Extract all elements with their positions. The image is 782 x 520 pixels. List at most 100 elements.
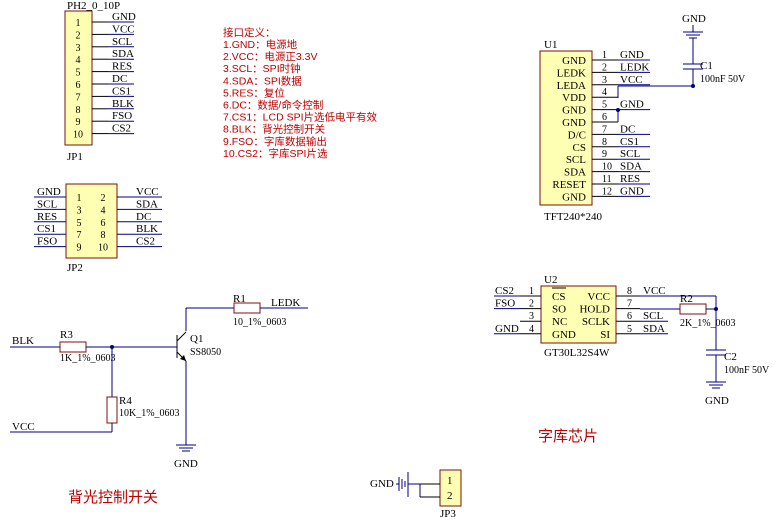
u2-left-pin-number: 3: [529, 311, 534, 322]
jp1-pin-number: 3: [76, 43, 81, 54]
jp2-right-net: SDA: [136, 198, 158, 210]
u1-pin-number: 3: [602, 75, 607, 86]
u1-net-label: CS1: [620, 136, 639, 148]
interface-note-line: 8.BLK：背光控制开关: [223, 123, 326, 136]
u2-right-pin-name: VCC: [587, 291, 610, 303]
r4-value: 10K_1%_0603: [119, 408, 180, 419]
jp2-left-net: SCL: [37, 198, 57, 210]
jp2-left-net: CS1: [37, 223, 56, 235]
u2-body: [540, 285, 617, 344]
jp3-net: GND: [370, 478, 394, 490]
u2-gnd-label: GND: [705, 395, 729, 407]
jp3-pin-2: 2: [447, 490, 453, 502]
u1-net-label: DC: [620, 123, 635, 135]
u1-net-label: SDA: [620, 161, 642, 173]
jp2-right-net: DC: [136, 211, 151, 223]
jp1-ref: JP1: [67, 151, 83, 163]
u1-pin-name: LEDA: [557, 80, 586, 92]
u2-right-pin-name: HOLD: [579, 304, 610, 316]
interface-note-line: 3.SCL：SPI时钟: [223, 62, 301, 75]
u1-pin-number: 8: [602, 137, 607, 148]
r2-value: 2K_1%_0603: [680, 318, 736, 329]
r4-body: [106, 396, 118, 424]
jp3-connector[interactable]: GND 1 2 JP3: [370, 469, 462, 520]
u2-left-net: CS2: [495, 285, 514, 297]
u1-pin-name: D/C: [568, 129, 586, 141]
jp2-right-pin-number: 8: [101, 230, 106, 241]
blk-net: BLK: [12, 335, 34, 347]
u1-net-label: RES: [620, 173, 640, 185]
u2-left-pin-name: NC: [552, 316, 567, 328]
jp2-right-net: BLK: [136, 223, 158, 235]
jp1-footprint: PH2_0_10P: [67, 0, 120, 12]
jp2-left-pin-number: 9: [77, 243, 82, 254]
backlight-circuit[interactable]: R1 LEDK 10_1%_0603 Q1 SS8050 GND BLK R3 …: [10, 293, 308, 470]
jp2-right-net: CS2: [136, 236, 155, 248]
u1-pin-name: GND: [562, 117, 586, 129]
u1-net-label: GND: [620, 99, 644, 111]
c1-value: 100nF 50V: [700, 74, 746, 85]
u2-right-pin-number: 5: [627, 324, 632, 335]
u1-pin-name: VDD: [562, 92, 586, 104]
r3-ref: R3: [60, 329, 73, 341]
u1-pin-number: 5: [602, 100, 607, 111]
backlight-label: 背光控制开关: [68, 488, 158, 506]
jp2-right-pin-number: 10: [98, 243, 108, 254]
u2-left-pin-name: CS: [552, 291, 565, 303]
u1-pin-number: 1: [602, 50, 607, 61]
jp2-left-net: RES: [37, 211, 57, 223]
r4-ref: R4: [119, 395, 132, 407]
font-chip-label: 字库芯片: [538, 427, 598, 445]
u1-pin-name: SDA: [564, 167, 586, 179]
jp2-right-net: VCC: [136, 186, 159, 198]
u2-right-net: SCL: [643, 310, 663, 322]
u1-pin-name: GND: [562, 55, 586, 67]
interface-note-line: 1.GND：电源地: [223, 38, 298, 51]
u2-right-net: SDA: [643, 323, 665, 335]
interface-note-line: 10.CS2：字库SPI片选: [223, 147, 328, 160]
vcc-net: VCC: [12, 421, 35, 433]
jp1-pin-number: 4: [76, 55, 81, 66]
q1-gnd: GND: [174, 458, 198, 470]
jp2-right-pin-number: 4: [101, 205, 106, 216]
jp1-net-label: CS1: [112, 85, 131, 97]
interface-note-line: 2.VCC：电源正3.3V: [223, 50, 318, 63]
u1-pin-number: 11: [602, 174, 612, 185]
u1-pin-number: 7: [602, 124, 607, 135]
r2-resistor[interactable]: R2 2K_1%_0603: [640, 293, 736, 350]
u1-body: [539, 50, 593, 206]
jp1-net-label: VCC: [112, 23, 135, 35]
c1-capacitor[interactable]: GND C1 100nF 50V: [618, 13, 746, 88]
u2-left-pin-name: GND: [552, 329, 576, 341]
jp1-net-label: FSO: [112, 110, 132, 122]
jp1-body: [64, 10, 93, 146]
u1-pin-name: CS: [573, 142, 586, 154]
u2-right-pin-name: SI: [600, 329, 610, 341]
u2-right-net: VCC: [643, 285, 666, 297]
u1-pin-number: 4: [602, 87, 607, 98]
c1-ref: C1: [700, 60, 713, 72]
u1-pin-number: 6: [602, 112, 607, 123]
jp2-right-pin-number: 6: [101, 218, 106, 229]
jp1-net-label: SCL: [112, 36, 132, 48]
c2-capacitor[interactable]: C2 100nF 50V GND: [705, 349, 770, 407]
jp1-connector[interactable]: PH2_0_10P JP1 1GND2VCC3SCL4SDA5RES6DC7CS…: [64, 0, 136, 163]
jp2-left-pin-number: 5: [77, 218, 82, 229]
jp1-net-label: RES: [112, 61, 132, 73]
jp2-left-pin-number: 7: [77, 230, 82, 241]
jp2-left-pin-number: 1: [77, 193, 82, 204]
jp1-pin-number: 6: [76, 80, 81, 91]
jp1-pin-number: 7: [76, 92, 81, 103]
u2-left-pin-number: 4: [529, 324, 534, 335]
jp1-pin-number: 10: [73, 130, 83, 141]
r1-ref: R1: [233, 293, 246, 305]
u1-net-label: SCL: [620, 148, 640, 160]
top-gnd-label: GND: [682, 13, 706, 25]
jp3-pin-1: 1: [447, 475, 453, 487]
u2-left-net: GND: [495, 323, 519, 335]
jp1-pin-number: 5: [76, 68, 81, 79]
